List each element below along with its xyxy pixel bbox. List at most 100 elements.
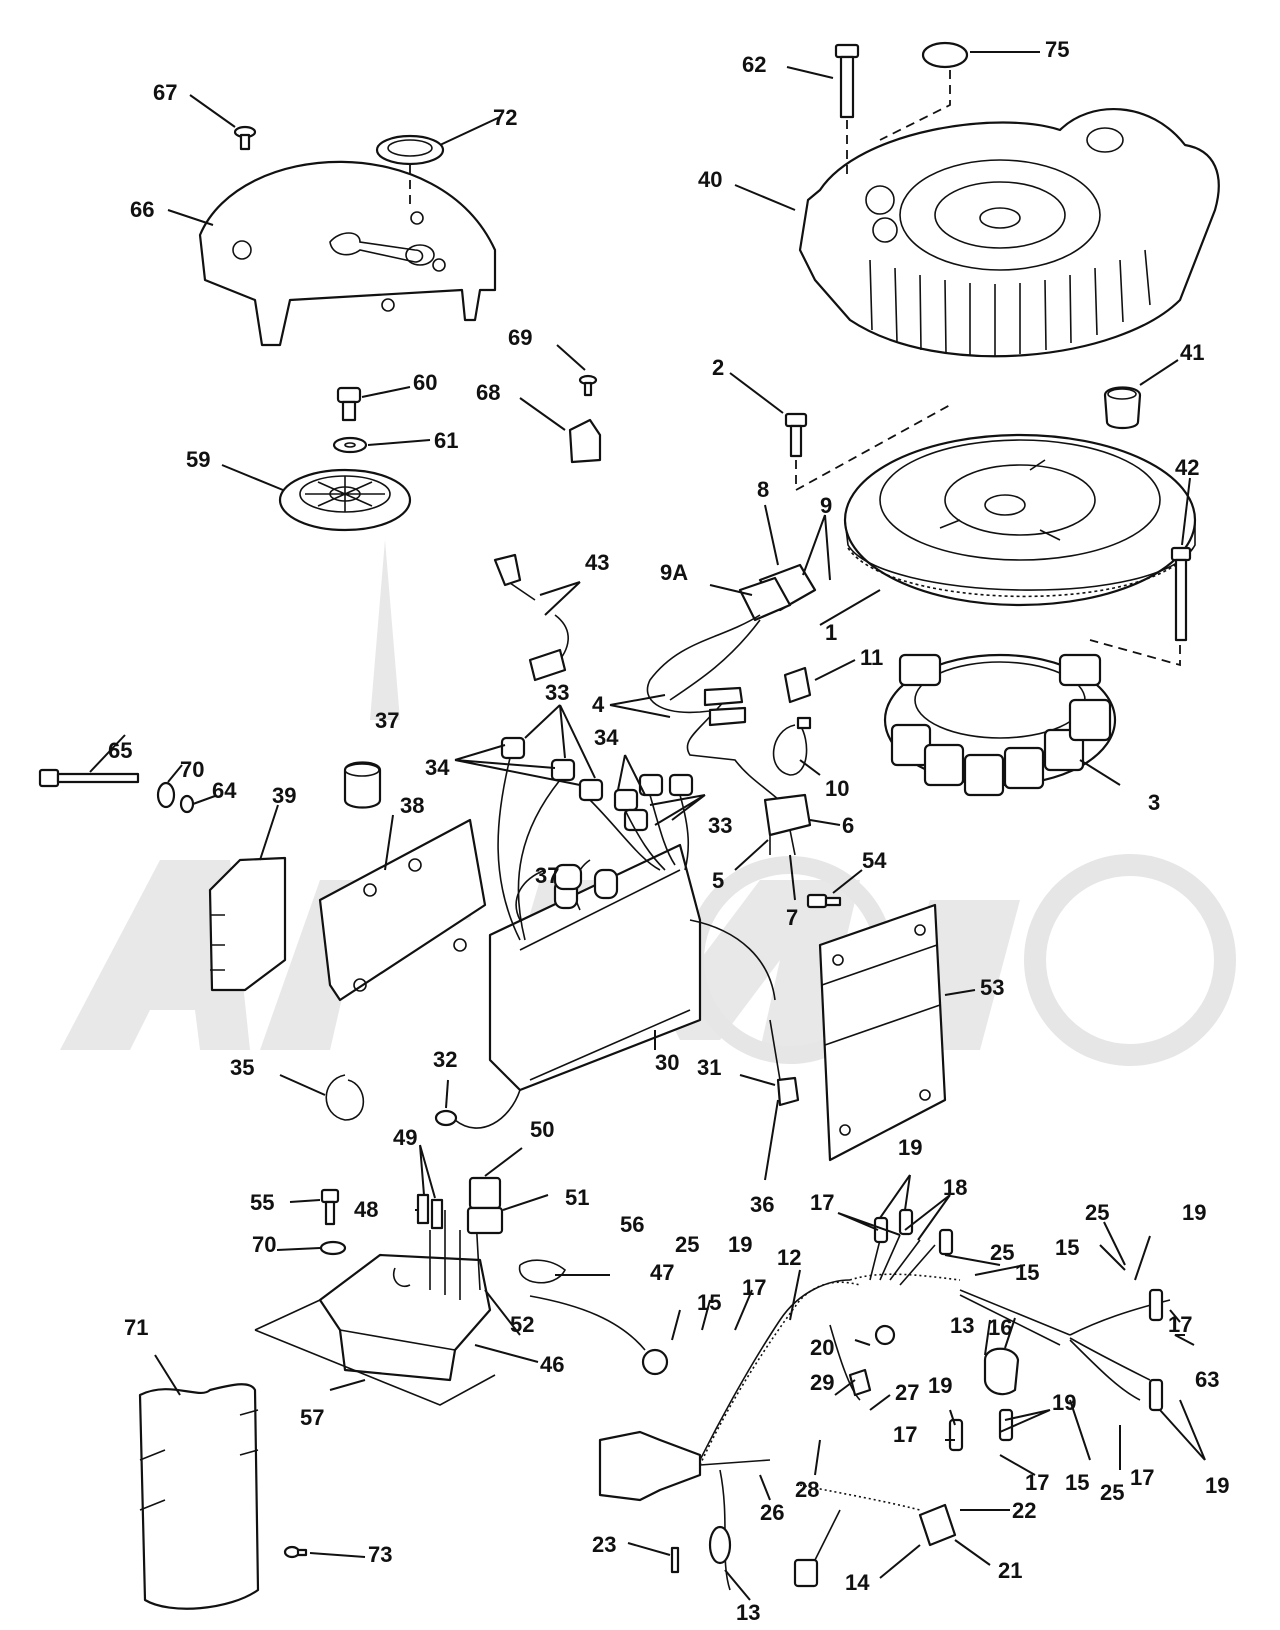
callout-34-left: 34 xyxy=(425,755,450,780)
part-71-shield xyxy=(138,1383,260,1610)
callout-60: 60 xyxy=(413,370,437,395)
callout-64: 64 xyxy=(212,778,237,803)
callout-47: 47 xyxy=(650,1260,674,1285)
callout-21: 21 xyxy=(998,1558,1022,1583)
part-56-strap xyxy=(518,1259,567,1284)
part-47-cable xyxy=(529,1295,669,1376)
callout-19-top: 19 xyxy=(898,1135,922,1160)
part-5-6-7-connector xyxy=(763,793,812,856)
callout-53: 53 xyxy=(980,975,1004,1000)
part-42-bolt xyxy=(1089,546,1192,667)
callout-56: 56 xyxy=(620,1212,644,1237)
leader-lines xyxy=(89,51,1206,1601)
part-72-grommet xyxy=(375,134,445,210)
callout-17-bottom: 17 xyxy=(1025,1470,1049,1495)
callout-7: 7 xyxy=(786,905,798,930)
part-48-49-terminals xyxy=(416,1193,444,1230)
callout-49: 49 xyxy=(393,1125,417,1150)
part-3-stator xyxy=(883,653,1117,797)
part-66-cover-plate xyxy=(198,160,497,347)
callout-50: 50 xyxy=(530,1117,554,1142)
callout-48: 48 xyxy=(354,1197,378,1222)
callout-30: 30 xyxy=(655,1050,679,1075)
callout-33-top: 33 xyxy=(545,680,569,705)
callout-25-right: 25 xyxy=(1085,1200,1109,1225)
part-33-34-caps xyxy=(497,736,694,941)
callout-55: 55 xyxy=(250,1190,274,1215)
callout-1: 1 xyxy=(825,620,837,645)
callout-26: 26 xyxy=(760,1500,784,1525)
callout-17-top: 17 xyxy=(810,1190,834,1215)
part-55-screw xyxy=(320,1188,340,1226)
callout-25-bottom: 25 xyxy=(1100,1480,1124,1505)
callout-13-right: 13 xyxy=(950,1313,974,1338)
part-12-wiring-harness xyxy=(598,1208,1171,1591)
callout-72: 72 xyxy=(493,105,517,130)
part-8-9-connector xyxy=(738,563,817,622)
callout-70-upper: 70 xyxy=(180,757,204,782)
part-39-regulator-block xyxy=(208,856,287,992)
callout-9: 9 xyxy=(820,493,832,518)
part-43-plug-lead xyxy=(493,553,569,682)
callout-69: 69 xyxy=(508,325,532,350)
callout-33-right: 33 xyxy=(708,813,732,838)
part-50-51-connector xyxy=(466,1176,504,1235)
callout-28: 28 xyxy=(795,1477,819,1502)
callout-4: 4 xyxy=(592,692,605,717)
callout-15-right: 15 xyxy=(1055,1235,1079,1260)
part-46-rectifier xyxy=(318,1199,492,1382)
callout-17-lower-right: 17 xyxy=(1130,1465,1154,1490)
part-2-bolt xyxy=(784,404,951,492)
callout-31: 31 xyxy=(697,1055,721,1080)
callout-8: 8 xyxy=(757,477,769,502)
part-69-screw xyxy=(578,374,598,397)
callout-19-center: 19 xyxy=(928,1373,952,1398)
callout-13-bottom: 13 xyxy=(736,1600,760,1625)
callout-3: 3 xyxy=(1148,790,1160,815)
callout-65: 65 xyxy=(108,738,132,763)
part-53-mounting-plate xyxy=(818,903,947,1162)
callout-9A: 9A xyxy=(660,560,688,585)
part-54-screw xyxy=(806,893,842,909)
part-41-bushing xyxy=(1103,386,1142,430)
part-23-pin xyxy=(670,1546,680,1574)
part-67-screw xyxy=(233,125,257,151)
part-32-ground-lead xyxy=(434,1089,521,1129)
callout-59: 59 xyxy=(186,447,210,472)
part-61-washer xyxy=(332,436,368,454)
callout-38: 38 xyxy=(400,793,424,818)
callout-19-lower: 19 xyxy=(1052,1390,1076,1415)
part-31-36-lead xyxy=(689,919,800,1107)
callout-29: 29 xyxy=(810,1370,834,1395)
callout-54: 54 xyxy=(862,848,887,873)
part-30-power-pack xyxy=(488,843,702,1092)
callout-37-upper: 37 xyxy=(375,708,399,733)
part-70-washer-lower xyxy=(319,1240,347,1256)
callout-2: 2 xyxy=(712,355,724,380)
callout-15-left: 15 xyxy=(697,1290,721,1315)
callout-22: 22 xyxy=(1012,1498,1036,1523)
part-38-gasket xyxy=(318,818,487,1002)
callout-57: 57 xyxy=(300,1405,324,1430)
callout-15-bottom: 15 xyxy=(1065,1470,1089,1495)
callout-70-lower: 70 xyxy=(252,1232,276,1257)
callout-37-lower: 37 xyxy=(535,863,559,888)
callout-19-bottom-right: 19 xyxy=(1205,1473,1229,1498)
callout-19-mid: 19 xyxy=(728,1232,752,1257)
part-65-long-bolt xyxy=(38,768,140,788)
callout-19-right: 19 xyxy=(1182,1200,1206,1225)
callout-73: 73 xyxy=(368,1542,392,1567)
callout-27: 27 xyxy=(895,1380,919,1405)
callout-39: 39 xyxy=(272,783,296,808)
part-62-bolt xyxy=(834,43,860,175)
callout-42: 42 xyxy=(1175,455,1199,480)
callout-52: 52 xyxy=(510,1312,534,1337)
callout-5: 5 xyxy=(712,868,724,893)
part-59-starter-pulley xyxy=(278,468,412,532)
callout-63: 63 xyxy=(1195,1367,1219,1392)
callout-labels: 67 72 66 62 75 40 69 60 68 61 59 2 41 8 … xyxy=(108,37,1229,1625)
callout-6: 6 xyxy=(842,813,854,838)
part-35-clamp xyxy=(325,1074,365,1121)
part-70-washer-upper xyxy=(156,781,176,809)
